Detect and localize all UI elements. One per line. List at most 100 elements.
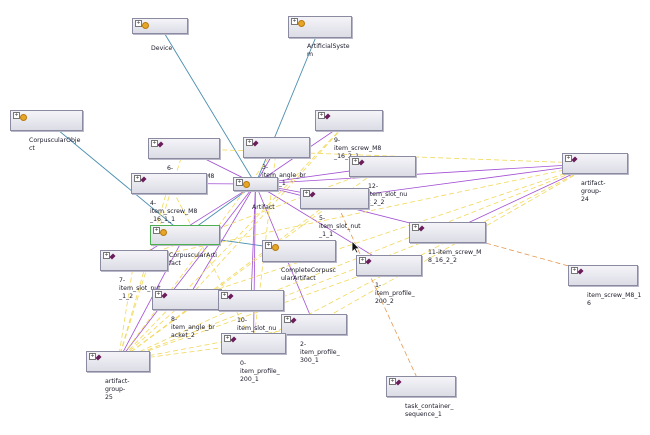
- node-label: task_container_ sequence_1: [405, 403, 454, 418]
- node-label: CorpuscularObje ct: [29, 137, 81, 152]
- mouse-cursor-icon: [351, 240, 361, 254]
- node-label: item_screw_M8_1 6: [587, 292, 642, 307]
- node-corpuscularobject[interactable]: + CorpuscularObje ct: [10, 110, 83, 152]
- node-artifact-group-25[interactable]: + artifact-group- 25: [86, 351, 150, 401]
- edge-type-19: [117, 184, 256, 362]
- node-artifact-group-24[interactable]: + artifact-group- 24: [562, 153, 628, 203]
- node-device[interactable]: + Device: [132, 18, 188, 52]
- node-completecorpuscularartifact[interactable]: + CompleteCorpusc ularArtifact: [262, 240, 336, 282]
- individual-glyph-icon: [324, 113, 331, 120]
- node-profile-300-1[interactable]: + 2-item_profile_ 300_1: [281, 314, 347, 364]
- node-angle-bracket-2[interactable]: + 8-item_angle_br acket_2: [152, 289, 222, 339]
- expand-icon[interactable]: +: [89, 353, 96, 360]
- node-screw-m8-16-2-1[interactable]: + 9-item_screw_M8 _16_2_1: [315, 110, 383, 160]
- edge-member-40: [314, 163, 596, 325]
- expand-icon[interactable]: +: [134, 175, 141, 182]
- class-glyph-icon: [20, 114, 27, 121]
- edge-type-13: [133, 184, 256, 261]
- edge-type-21: [448, 163, 596, 233]
- node-profile-200-2[interactable]: + 1-item_profile_ 200_2: [356, 255, 422, 305]
- edge-type-14: [256, 184, 390, 266]
- node-corpuscularartifact[interactable]: + CorpuscularArti fact: [150, 225, 220, 267]
- edge-member-28: [117, 199, 335, 362]
- individual-glyph-icon: [571, 156, 578, 163]
- expand-icon[interactable]: +: [291, 18, 298, 25]
- edge-member-33: [117, 325, 314, 362]
- edge-member-43: [168, 183, 254, 344]
- edge-type-15: [186, 184, 256, 300]
- expand-icon[interactable]: +: [13, 112, 20, 119]
- individual-glyph-icon: [358, 159, 365, 166]
- edge-type-20: [335, 163, 596, 199]
- node-label: 1-item_profile_ 200_2: [375, 282, 415, 305]
- expand-icon[interactable]: +: [155, 291, 162, 298]
- expand-icon[interactable]: +: [284, 316, 291, 323]
- node-screw-m8-16-1-1[interactable]: + 4-item_screw_M8 _16_1_1: [131, 173, 207, 223]
- expand-icon[interactable]: +: [565, 155, 572, 162]
- node-slot-nut-2-2[interactable]: + 12-item_slot_nu t_2_2: [349, 156, 416, 206]
- expand-icon[interactable]: +: [246, 139, 253, 146]
- node-label: 4-item_screw_M8 _16_1_1: [150, 200, 198, 223]
- edge-member-25: [117, 148, 277, 362]
- node-label: 5-item_slot_nut _1_1: [319, 215, 361, 238]
- node-task-container-sequence-1[interactable]: + task_container_ sequence_1: [386, 376, 456, 418]
- edge-type-18: [254, 184, 256, 344]
- node-slot-nut-1-2[interactable]: + 7-item_slot_nut _1_2: [100, 250, 168, 300]
- class-glyph-icon: [298, 20, 305, 27]
- expand-icon[interactable]: +: [352, 158, 359, 165]
- individual-glyph-icon: [227, 293, 234, 300]
- individual-glyph-icon: [395, 379, 402, 386]
- node-profile-200-1[interactable]: + 0-item_profile_ 200_1: [221, 333, 286, 383]
- individual-glyph-icon: [157, 141, 164, 148]
- individual-glyph-icon: [109, 253, 116, 260]
- individual-glyph-icon: [365, 258, 372, 265]
- node-label: Device: [151, 45, 173, 52]
- edge-relation-47: [334, 198, 422, 387]
- node-screw-m8-16-1-2[interactable]: + 6-item_screw_M8 _16_1_2: [148, 138, 220, 188]
- node-label: ArtificialSyste m: [307, 43, 350, 58]
- node-artificialsystem[interactable]: + ArtificialSyste m: [288, 16, 352, 58]
- expand-icon[interactable]: +: [221, 292, 228, 299]
- node-item-screw-m8-16[interactable]: + item_screw_M8_1 6: [568, 265, 641, 307]
- individual-glyph-icon: [252, 140, 259, 147]
- edge-type-16: [250, 184, 256, 301]
- expand-icon[interactable]: +: [153, 227, 160, 234]
- node-artifact[interactable]: + Artifact: [233, 177, 278, 211]
- expand-icon[interactable]: +: [151, 140, 158, 147]
- expand-icon[interactable]: +: [103, 252, 110, 259]
- expand-icon[interactable]: +: [224, 335, 231, 342]
- node-label: 9-item_screw_M8 _16_2_1: [334, 137, 382, 160]
- class-glyph-icon: [272, 244, 279, 251]
- edge-member-36: [184, 149, 596, 164]
- edge-subclass-2: [47, 121, 186, 236]
- expand-icon[interactable]: +: [389, 378, 396, 385]
- node-slot-nut-2-1[interactable]: + 10-item_slot_nu t_2_1: [218, 290, 284, 340]
- node-label: 8-item_angle_br acket_2: [171, 316, 215, 339]
- expand-icon[interactable]: +: [303, 190, 310, 197]
- node-screw-m8-16-2-2[interactable]: + 11-item_screw_M 8_16_2_2: [409, 222, 486, 264]
- individual-glyph-icon: [161, 292, 168, 299]
- individual-glyph-icon: [290, 317, 297, 324]
- class-glyph-icon: [243, 181, 250, 188]
- expand-icon[interactable]: +: [359, 257, 366, 264]
- individual-glyph-icon: [140, 176, 147, 183]
- class-glyph-icon: [160, 229, 167, 236]
- expand-icon[interactable]: +: [236, 179, 243, 186]
- edge-member-24: [117, 184, 169, 362]
- expand-icon[interactable]: +: [318, 112, 325, 119]
- edge-subclass-0: [160, 26, 256, 185]
- node-label: 7-item_slot_nut _1_2: [119, 277, 161, 300]
- node-label: artifact-group- 25: [105, 378, 130, 401]
- expand-icon[interactable]: +: [265, 242, 272, 249]
- individual-glyph-icon: [418, 225, 425, 232]
- node-label: 12-item_slot_nu t_2_2: [368, 183, 408, 206]
- node-label: 2-item_profile_ 300_1: [300, 341, 340, 364]
- node-slot-nut-1-1[interactable]: + 5-item_slot_nut _1_1: [300, 188, 369, 238]
- expand-icon[interactable]: +: [571, 267, 578, 274]
- node-angle-bracket-1[interactable]: + 3-item_angle_br acket_1: [243, 137, 310, 187]
- expand-icon[interactable]: +: [412, 224, 419, 231]
- node-label: 11-item_screw_M 8_16_2_2: [428, 249, 482, 264]
- individual-glyph-icon: [577, 268, 584, 275]
- expand-icon[interactable]: +: [135, 20, 142, 27]
